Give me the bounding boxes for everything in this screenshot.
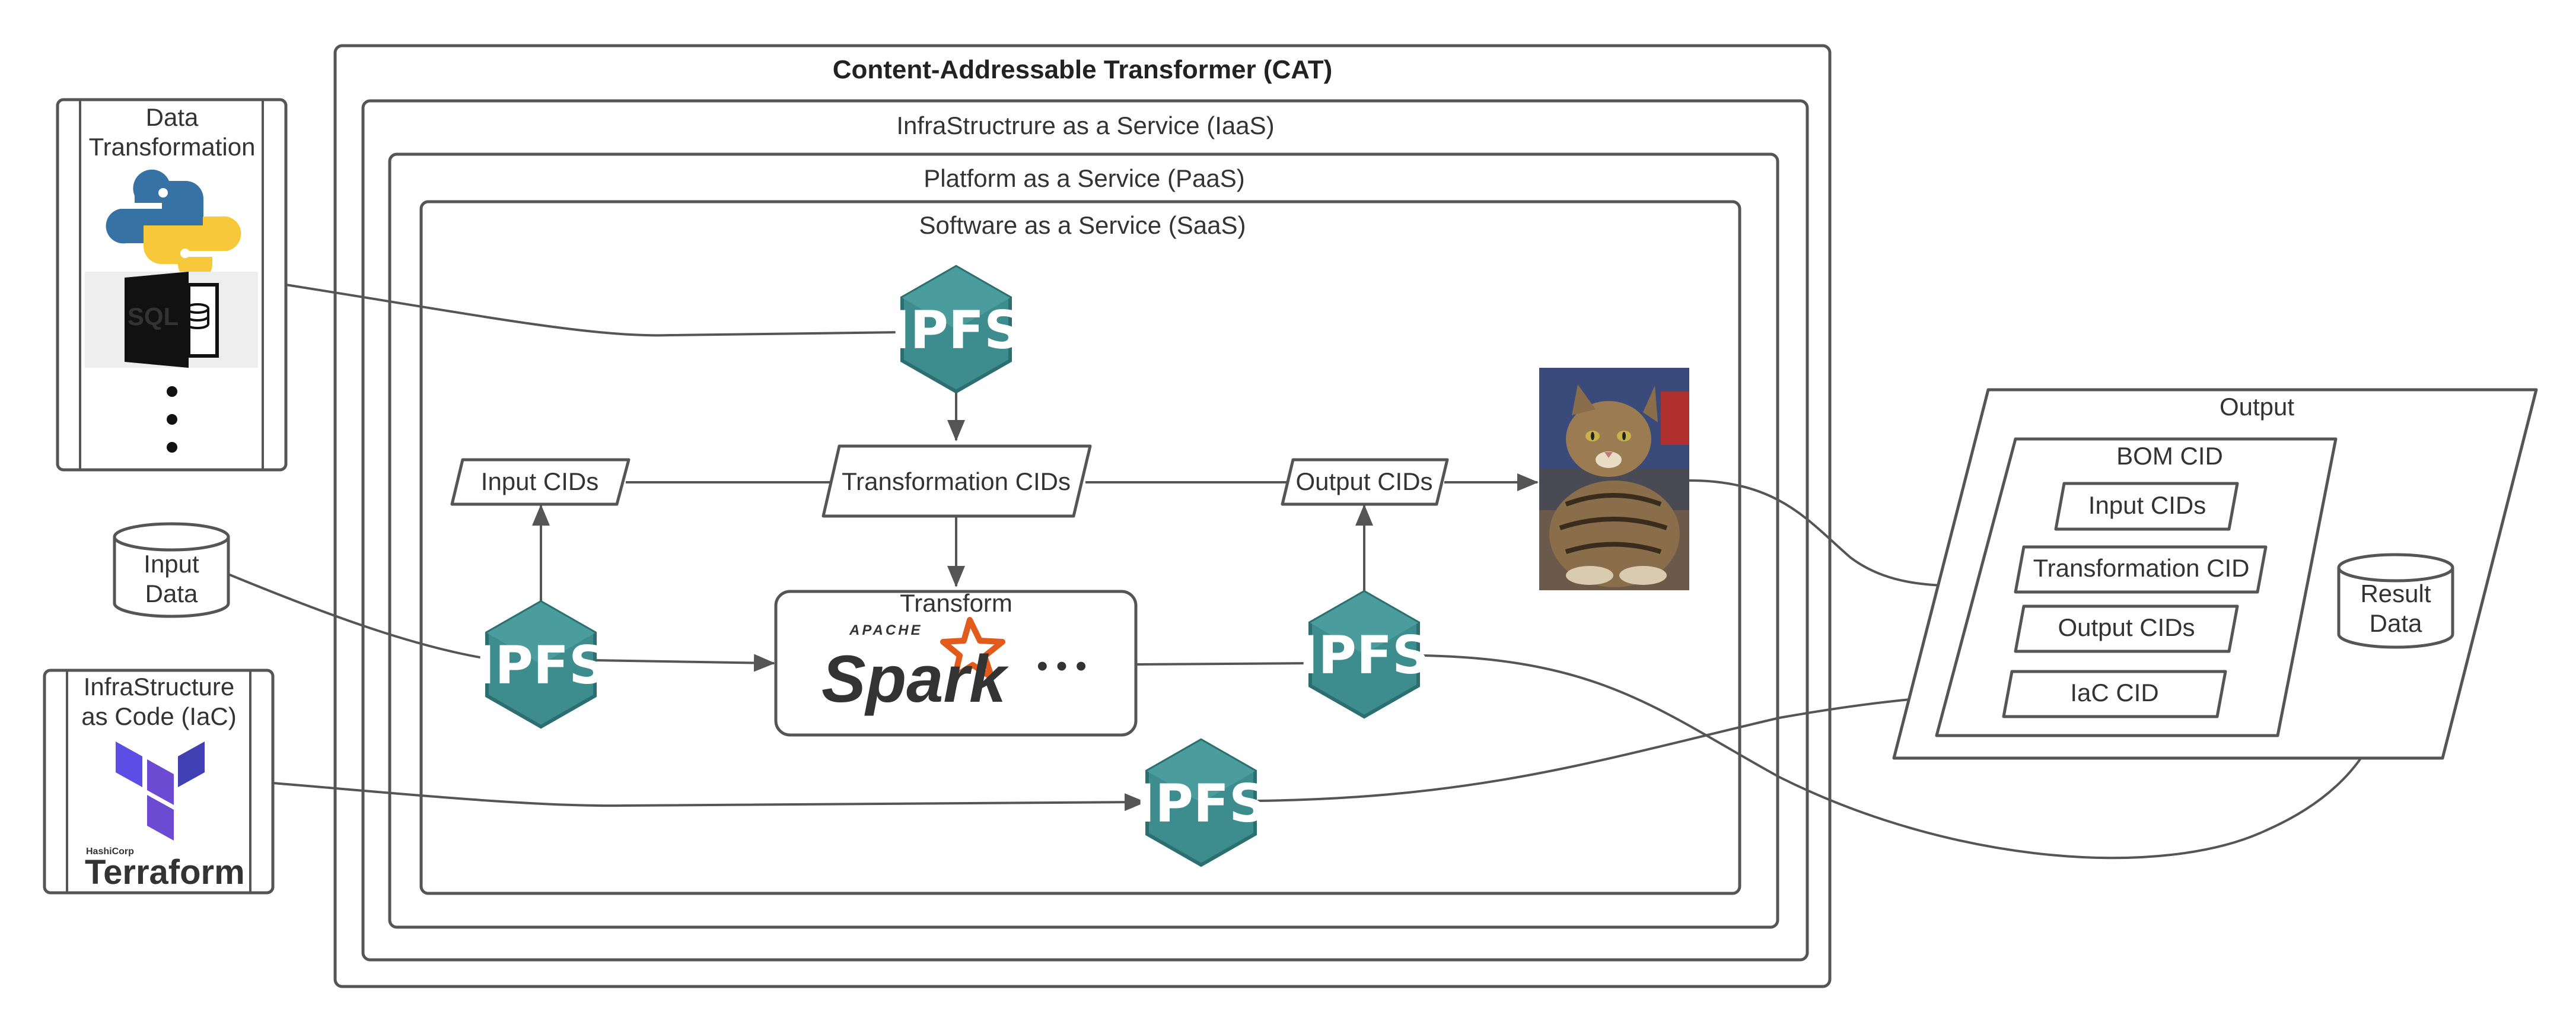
arrow-ipfs-to-result-data (1420, 645, 2402, 860)
output-cids-label: Output CIDs (1295, 467, 1432, 495)
ipfs-label-top: IPFS (891, 300, 1022, 361)
output-output-cids-label: Output CIDs (2058, 613, 2195, 641)
spark-apache-label: APACHE (849, 622, 923, 638)
output-output-cids-node: Output CIDs (2014, 604, 2239, 653)
terraform-icon (116, 742, 205, 841)
arrow-iac-to-ipfs (272, 782, 1146, 812)
bom-cid-label: BOM CID (2116, 442, 2223, 470)
arrow-ipfs-to-transform (594, 654, 775, 672)
input-data-label-line2: Data (145, 580, 198, 607)
result-data-label-line1: Result (2360, 580, 2431, 607)
output-transformation-cid-node: Transformation CID (2014, 545, 2268, 594)
ipfs-icon-left: IPFS (476, 600, 607, 729)
input-cids-label: Input CIDs (481, 467, 598, 495)
result-data-label-line2: Data (2370, 609, 2422, 637)
input-data-cylinder: Input Data (113, 522, 230, 618)
transform-node: Transform APACHE Spark • • • (774, 589, 1138, 737)
terraform-hashicorp-label: HashiCorp (86, 847, 134, 857)
saas-container: Software as a Service (SaaS) (419, 200, 1741, 895)
iac-label-line1: InfraStructure (84, 673, 234, 701)
input-data-label-line1: Input (144, 550, 199, 578)
ipfs-icon-right: IPFS (1299, 590, 1430, 719)
transformation-cids-label: Transformation CIDs (842, 467, 1071, 495)
input-cids-node: Input CIDs (450, 458, 631, 506)
iac-panel: InfraStructure as Code (IaC) HashiCorp T… (43, 669, 275, 895)
python-icon (106, 169, 241, 281)
transform-label: Transform (900, 589, 1012, 617)
apache-spark-icon: APACHE Spark (821, 617, 1009, 716)
cat-photo-image (1539, 368, 1689, 590)
paas-title: Platform as a Service (PaaS) (924, 164, 1245, 192)
result-data-cylinder: Result Data (2337, 553, 2454, 649)
terraform-label: Terraform (85, 853, 245, 892)
ipfs-label-left: IPFS (476, 635, 607, 696)
transform-ellipsis: • • • (1037, 649, 1087, 683)
sql-label: SQL (128, 303, 179, 330)
ipfs-label-bottom: IPFS (1136, 773, 1267, 834)
iaas-title: InfraStructrure as a Service (IaaS) (896, 112, 1274, 139)
data-transformation-label-line2: Transformation (89, 133, 256, 161)
more-dot-1 (167, 386, 177, 397)
ipfs-icon-bottom: IPFS (1136, 738, 1267, 867)
saas-title: Software as a Service (SaaS) (919, 211, 1246, 239)
more-dot-2 (167, 414, 177, 425)
output-iac-cid-label: IaC CID (2070, 679, 2158, 707)
transformation-cids-node: Transformation CIDs (821, 444, 1092, 518)
output-transformation-cid-label: Transformation CID (2033, 554, 2250, 582)
data-transformation-panel: Data Transformation SQL (56, 98, 288, 472)
spark-label: Spark (821, 642, 1009, 716)
ipfs-icon-top: IPFS (891, 265, 1022, 394)
more-dot-3 (167, 442, 177, 453)
connectors (228, 284, 2402, 860)
output-cids-node: Output CIDs (1281, 458, 1449, 506)
data-transformation-label-line1: Data (146, 103, 199, 131)
output-iac-cid-node: IaC CID (2002, 670, 2227, 718)
sql-database-icon: SQL (85, 272, 258, 368)
output-input-cids-label: Input CIDs (2088, 491, 2206, 519)
arrow-cat-to-output (1689, 479, 1976, 595)
connector-transform-to-ipfs (1135, 662, 1311, 666)
output-title: Output (2220, 393, 2294, 421)
cat-title: Content-Addressable Transformer (CAT) (833, 55, 1333, 84)
iac-label-line2: as Code (IaC) (81, 702, 236, 730)
output-input-cids-node: Input CIDs (2054, 482, 2239, 531)
connector-transformation-to-ipfs (285, 284, 902, 337)
ipfs-label-right: IPFS (1299, 625, 1430, 686)
connector-input-data-to-ipfs (228, 573, 487, 660)
